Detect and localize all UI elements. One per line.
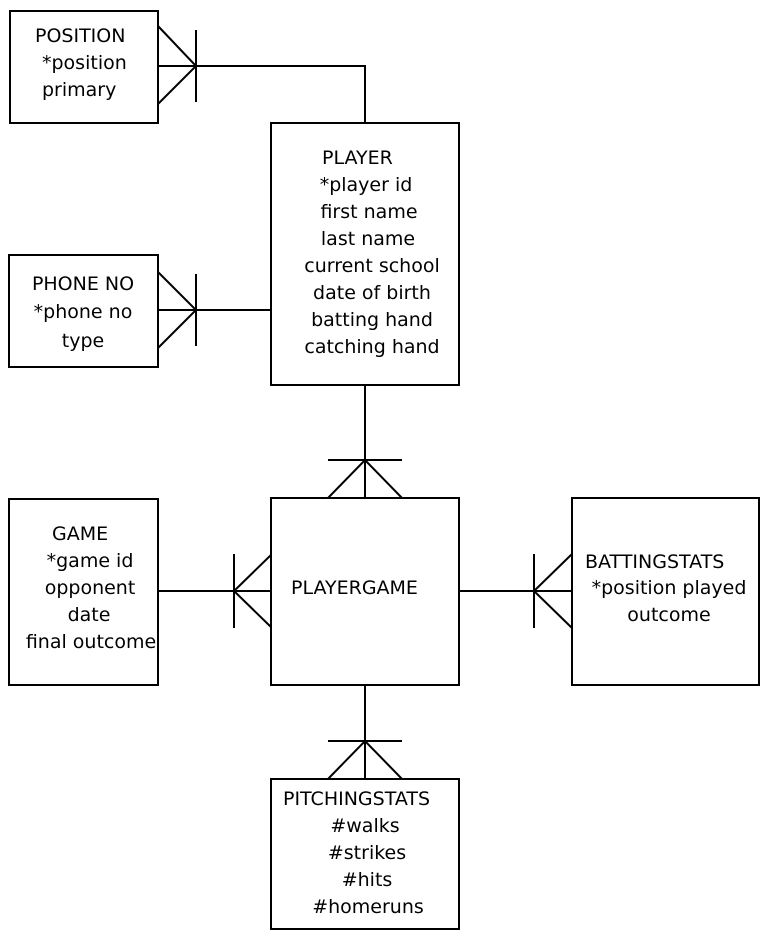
- entity-title: POSITION: [35, 25, 126, 47]
- entity-title: PITCHINGSTATS: [283, 788, 431, 810]
- entity-attribute: date: [67, 604, 111, 626]
- entity-attribute: final outcome: [25, 631, 157, 653]
- entity-battingstats: BATTINGSTATS *position played outcome: [571, 497, 760, 686]
- entity-attribute: outcome: [627, 604, 711, 626]
- entity-attribute: opponent: [44, 577, 136, 599]
- entity-attribute: #homeruns: [312, 896, 424, 918]
- entity-position: POSITION *position primary: [9, 10, 159, 124]
- entity-phone-no: PHONE NO *phone no type: [8, 254, 159, 368]
- entity-title: PLAYER: [322, 147, 393, 169]
- entity-title: PHONE NO: [31, 273, 135, 295]
- entity-title: BATTINGSTATS: [585, 551, 725, 573]
- entity-attribute: date of birth: [313, 282, 431, 304]
- entity-game: GAME *game id opponent date final outcom…: [8, 498, 159, 686]
- entity-attribute: type: [61, 330, 105, 352]
- entity-attribute: #hits: [341, 869, 393, 891]
- entity-attribute: *phone no: [33, 301, 133, 323]
- entity-player: PLAYER *player id first name last name c…: [270, 122, 460, 386]
- entity-attribute: batting hand: [311, 309, 433, 331]
- entity-title: PLAYERGAME: [291, 577, 418, 599]
- entity-attribute: current school: [304, 255, 440, 277]
- entity-attribute: *position played: [591, 577, 747, 599]
- entity-attribute: *player id: [319, 174, 413, 196]
- entity-attribute: *position: [42, 52, 127, 74]
- entity-attribute: *game id: [46, 550, 134, 572]
- entity-attribute: primary: [42, 79, 117, 101]
- entity-attribute: #strikes: [327, 842, 407, 864]
- entity-attribute: #walks: [330, 815, 400, 837]
- entity-attribute: catching hand: [304, 336, 440, 358]
- entity-title: GAME: [52, 523, 109, 545]
- connector-player-position: [158, 65, 366, 123]
- entity-playergame: PLAYERGAME: [270, 497, 460, 686]
- entity-attribute: last name: [320, 228, 416, 250]
- entity-attribute: first name: [320, 201, 418, 223]
- entity-pitchingstats: PITCHINGSTATS #walks #strikes #hits #hom…: [270, 778, 460, 930]
